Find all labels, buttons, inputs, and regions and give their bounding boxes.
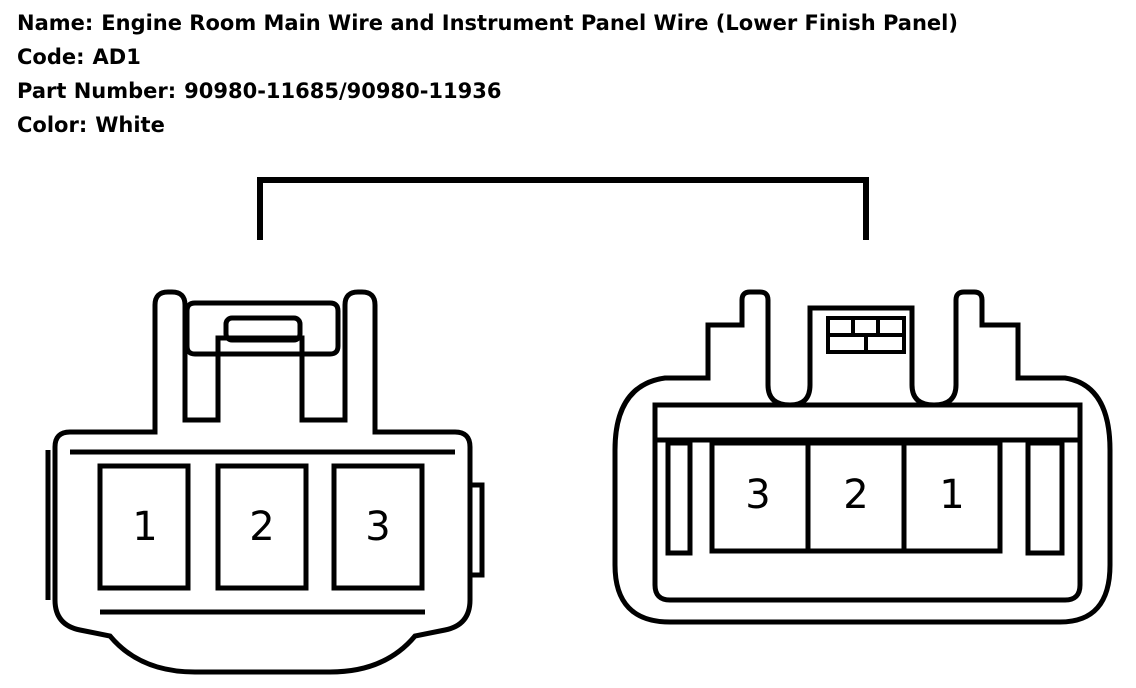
part-number-value: 90980-11685/90980-11936 — [184, 79, 502, 103]
code-value: AD1 — [92, 45, 141, 69]
left-pin-label-1: 1 — [132, 504, 157, 550]
mating-bracket — [257, 177, 869, 240]
right-cavity-1 — [901, 440, 1003, 554]
connector-info: Name: Engine Room Main Wire and Instrumen… — [17, 6, 958, 142]
color-row: Color: White — [17, 108, 958, 142]
left-side-rib — [470, 482, 485, 578]
right-connector — [612, 289, 1113, 625]
left-connector — [45, 289, 485, 675]
left-connector-housing — [52, 289, 473, 675]
right-lock-ribs — [826, 316, 906, 354]
right-pin-label-3: 3 — [745, 472, 770, 518]
left-latch-frame — [184, 300, 341, 357]
left-pin-label-2: 2 — [249, 504, 274, 550]
left-cavity-1 — [97, 463, 191, 591]
code-label: Code: — [17, 45, 85, 69]
part-number-row: Part Number: 90980-11685/90980-11936 — [17, 74, 958, 108]
left-pin-label-3: 3 — [365, 504, 390, 550]
name-value: Engine Room Main Wire and Instrument Pan… — [101, 11, 958, 35]
color-label: Color: — [17, 113, 88, 137]
left-cavity-2 — [215, 463, 309, 591]
right-side-slot-left — [665, 440, 693, 556]
part-number-label: Part Number: — [17, 79, 177, 103]
name-label: Name: — [17, 11, 94, 35]
name-row: Name: Engine Room Main Wire and Instrumen… — [17, 6, 958, 40]
code-row: Code: AD1 — [17, 40, 958, 74]
right-side-slot-right — [1025, 440, 1065, 556]
right-pin-label-2: 2 — [843, 472, 868, 518]
left-cavity-3 — [331, 463, 425, 591]
right-pin-label-1: 1 — [939, 472, 964, 518]
color-value: White — [95, 113, 165, 137]
right-connector-housing — [612, 289, 1113, 625]
left-latch-tab — [223, 315, 303, 343]
right-inner-frame — [652, 402, 1083, 603]
